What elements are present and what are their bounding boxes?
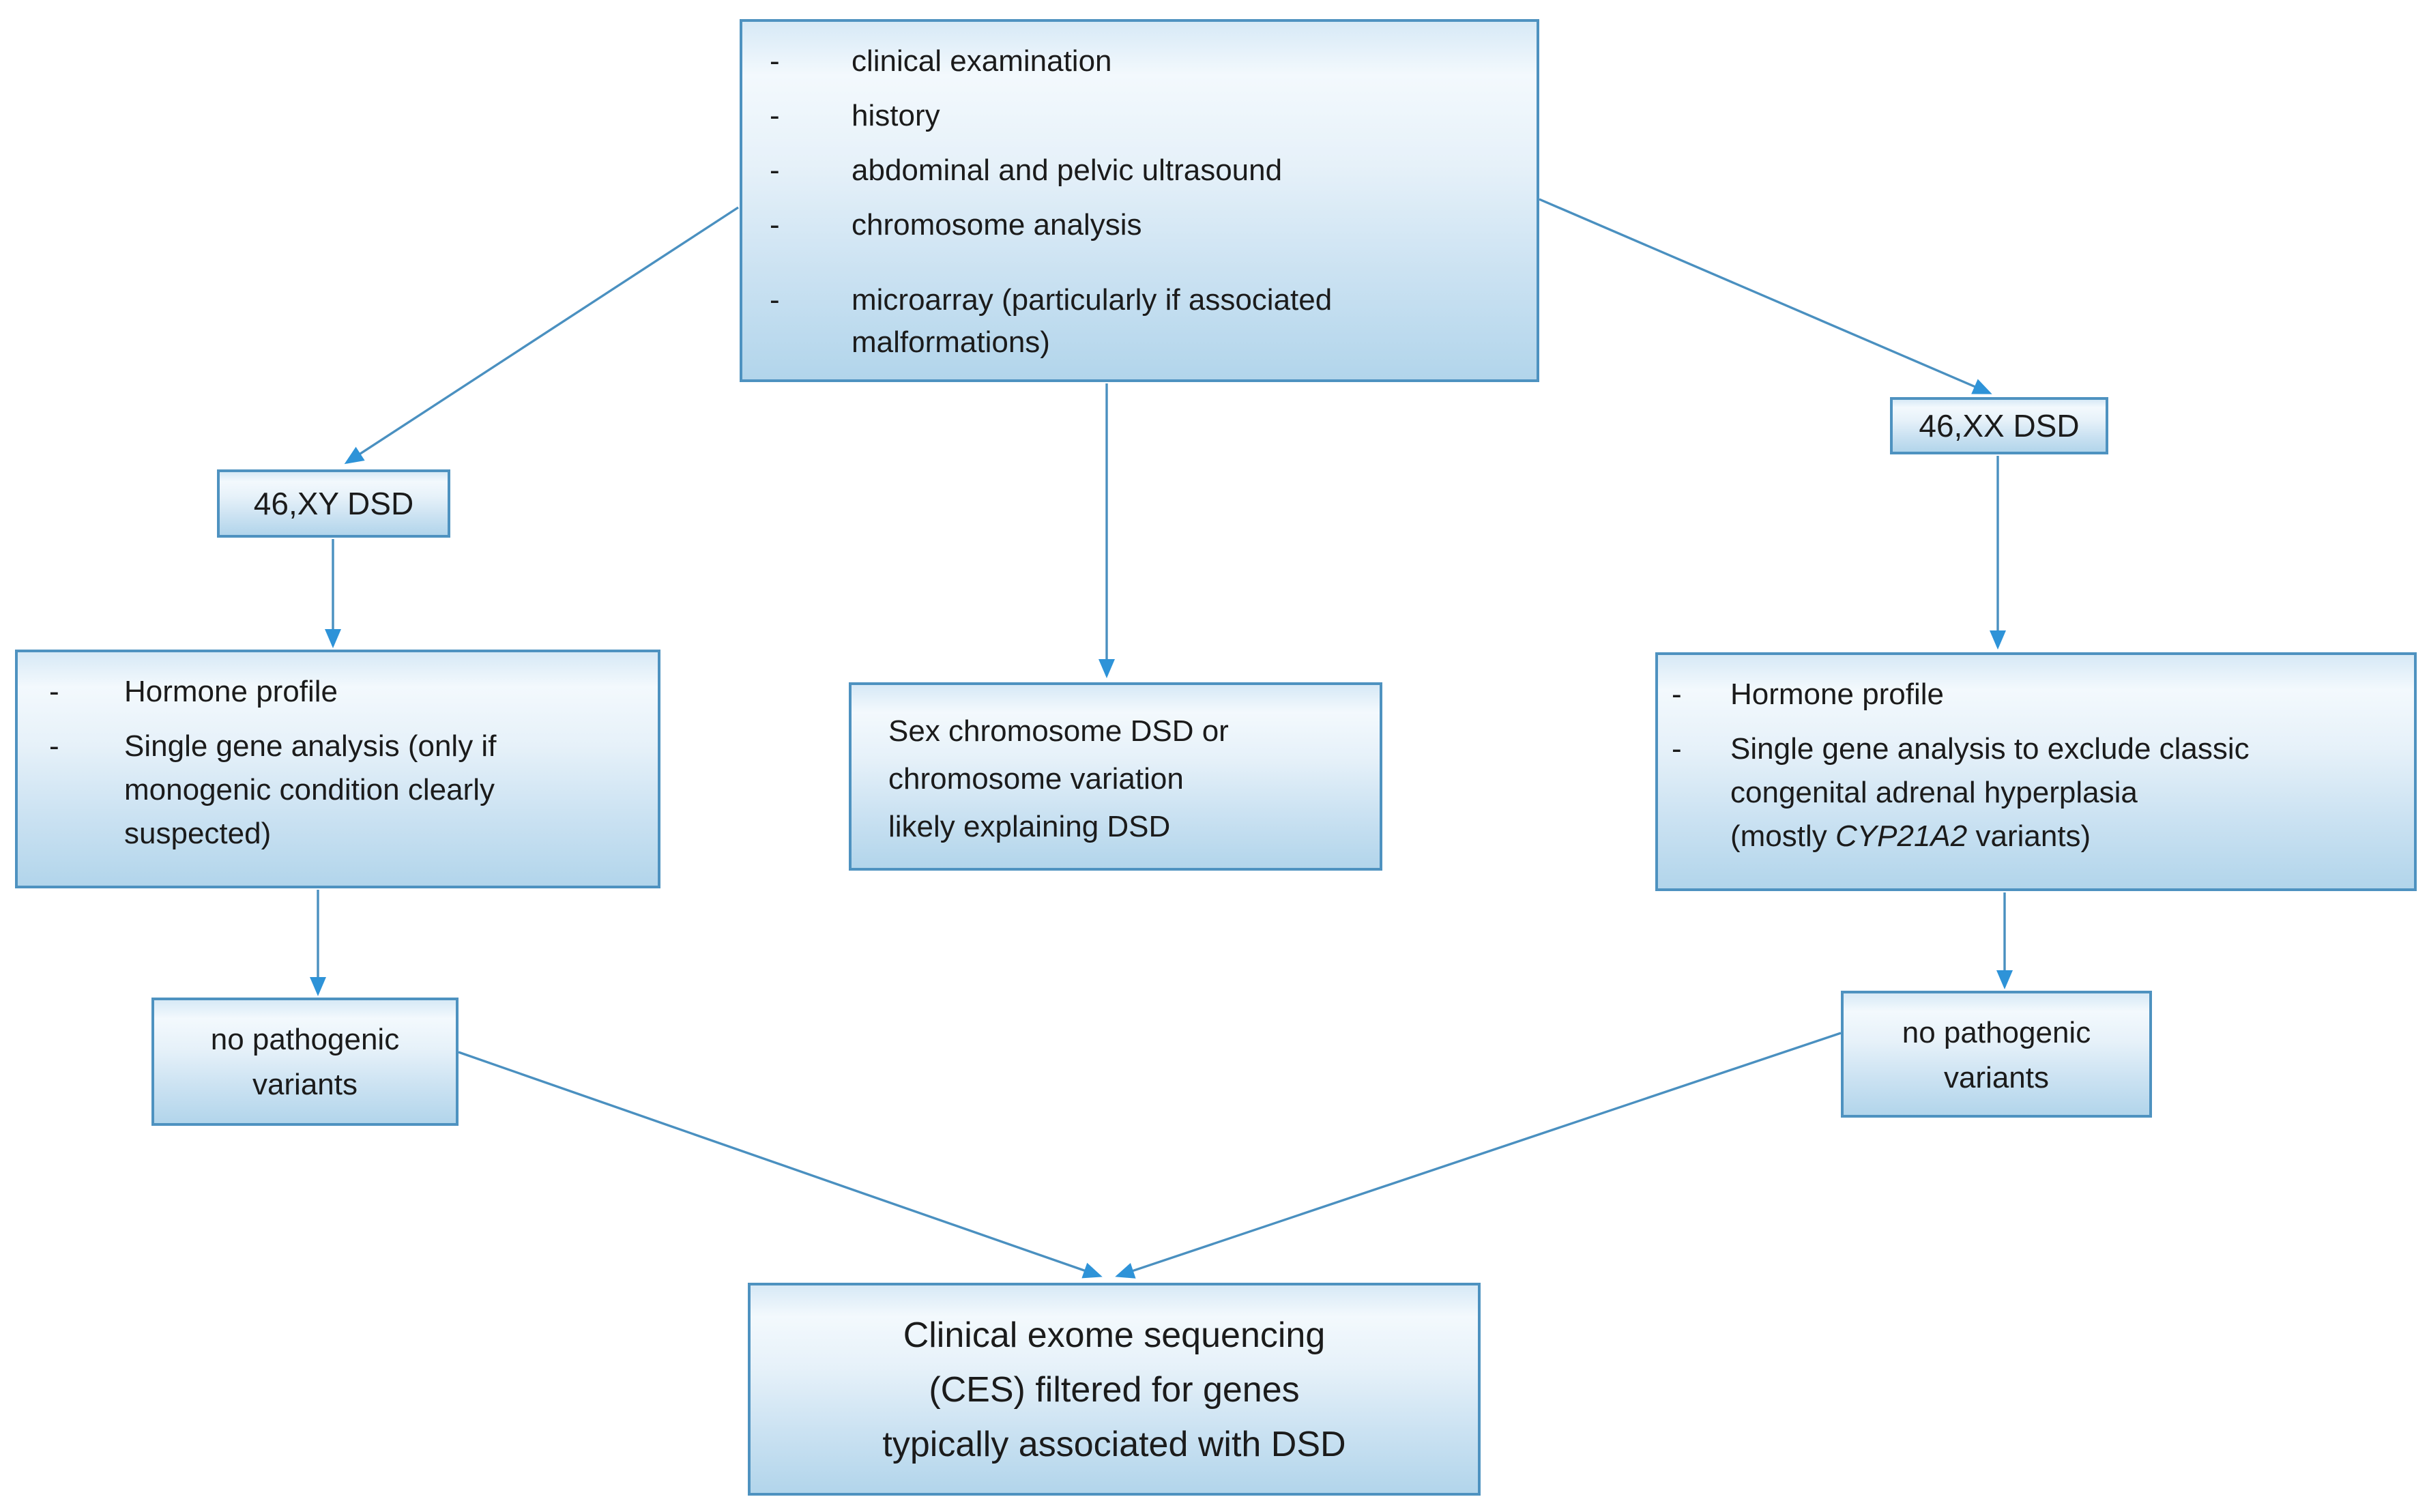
arrow-npvright-to-ces [1115,1032,1842,1279]
sex-chromosome-text: Sex chromosome DSD or chromosome variati… [852,685,1380,851]
text-line: likely explaining DSD [888,809,1171,844]
bullet-line: congenital adrenal hyperplasia [1730,774,2138,809]
text-line: Clinical exome sequencing [903,1313,1326,1355]
bullet-item-label: Hormone profile [1730,677,1945,711]
bullet-line: suspected) [124,815,272,850]
bullet-item: - microarray (particularly if associated… [742,278,1537,365]
bullet-item: - Single gene analysis (only if monogeni… [18,725,658,855]
dash-marker: - [770,98,780,132]
arrow-initial-to-xx [1539,198,1992,394]
dash-marker: - [1672,677,1682,711]
ces-box: Clinical exome sequencing (CES) filtered… [748,1283,1481,1496]
dash-marker: - [1672,731,1682,766]
xy-workup-box: - Hormone profile - Single gene analysis… [15,650,660,888]
no-pathogenic-variants-left-box: no pathogenic variants [151,998,459,1126]
dash-marker: - [770,282,780,317]
text-line: Sex chromosome DSD or [888,714,1229,748]
bullet-item: - Hormone profile [18,670,658,714]
bullet-item: - chromosome analysis [742,203,1537,246]
xy-dsd-label: 46,XY DSD [253,485,414,521]
bullet-item-label: Hormone profile [124,674,338,708]
xy-dsd-box: 46,XY DSD [217,469,450,538]
bullet-item-label: Single gene analysis (only if monogenic … [124,725,658,855]
text-line: no pathogenic [210,1022,400,1056]
dash-marker: - [770,152,780,187]
text-line: (CES) filtered for genes [929,1368,1300,1410]
bullet-item: - clinical examination [742,40,1537,83]
sex-chromosome-box: Sex chromosome DSD or chromosome variati… [849,682,1382,871]
text-line: no pathogenic [1902,1015,2091,1049]
bullet-line: microarray (particularly if associated [852,282,1333,317]
bullet-line: (mostly CYP21A2 variants) [1730,814,2414,858]
bullet-line: malformations) [852,325,1050,360]
text-line: typically associated with DSD [882,1423,1346,1465]
dash-marker: - [770,207,780,242]
bullet-item-label: Single gene analysis to exclude classic … [1730,727,2414,858]
bullet-item-label: chromosome analysis [852,207,1142,242]
bullet-item: - Hormone profile [1658,673,2414,716]
dash-marker: - [770,44,780,78]
bullet-item-label: microarray (particularly if associated m… [852,278,1537,365]
bullet-line: monogenic condition clearly [124,772,495,806]
initial-assessment-box: - clinical examination - history - abdom… [740,19,1539,382]
xy-workup-list: - Hormone profile - Single gene analysis… [18,652,658,855]
dash-marker: - [49,728,59,763]
text-line: variants [1943,1060,2050,1094]
arrow-npvleft-to-ces [458,1051,1103,1279]
dash-marker: - [49,674,59,708]
bullet-item: - Single gene analysis to exclude classi… [1658,727,2414,858]
bullet-line: Single gene analysis (only if [124,728,497,763]
no-pathogenic-variants-right-box: no pathogenic variants [1841,991,2152,1118]
bullet-item-label: abdominal and pelvic ultrasound [852,152,1283,187]
arrow-initial-to-xy [344,206,739,465]
text-fragment: (mostly [1730,818,1835,853]
text-line: chromosome variation [888,761,1184,796]
bullet-line: Single gene analysis to exclude classic [1730,731,2250,766]
text-line: variants [252,1067,358,1101]
xx-workup-box: - Hormone profile - Single gene analysis… [1655,652,2417,891]
xx-dsd-box: 46,XX DSD [1890,397,2108,454]
xx-workup-list: - Hormone profile - Single gene analysis… [1658,655,2414,858]
bullet-item: - abdominal and pelvic ultrasound [742,149,1537,192]
xx-dsd-label: 46,XX DSD [1919,407,2080,443]
bullet-item: - history [742,94,1537,138]
bullet-item-label: history [852,98,940,132]
text-fragment: variants) [1967,818,2091,853]
initial-assessment-list: - clinical examination - history - abdom… [742,22,1537,365]
bullet-item-label: clinical examination [852,44,1112,78]
gene-name-italic: CYP21A2 [1835,818,1968,853]
